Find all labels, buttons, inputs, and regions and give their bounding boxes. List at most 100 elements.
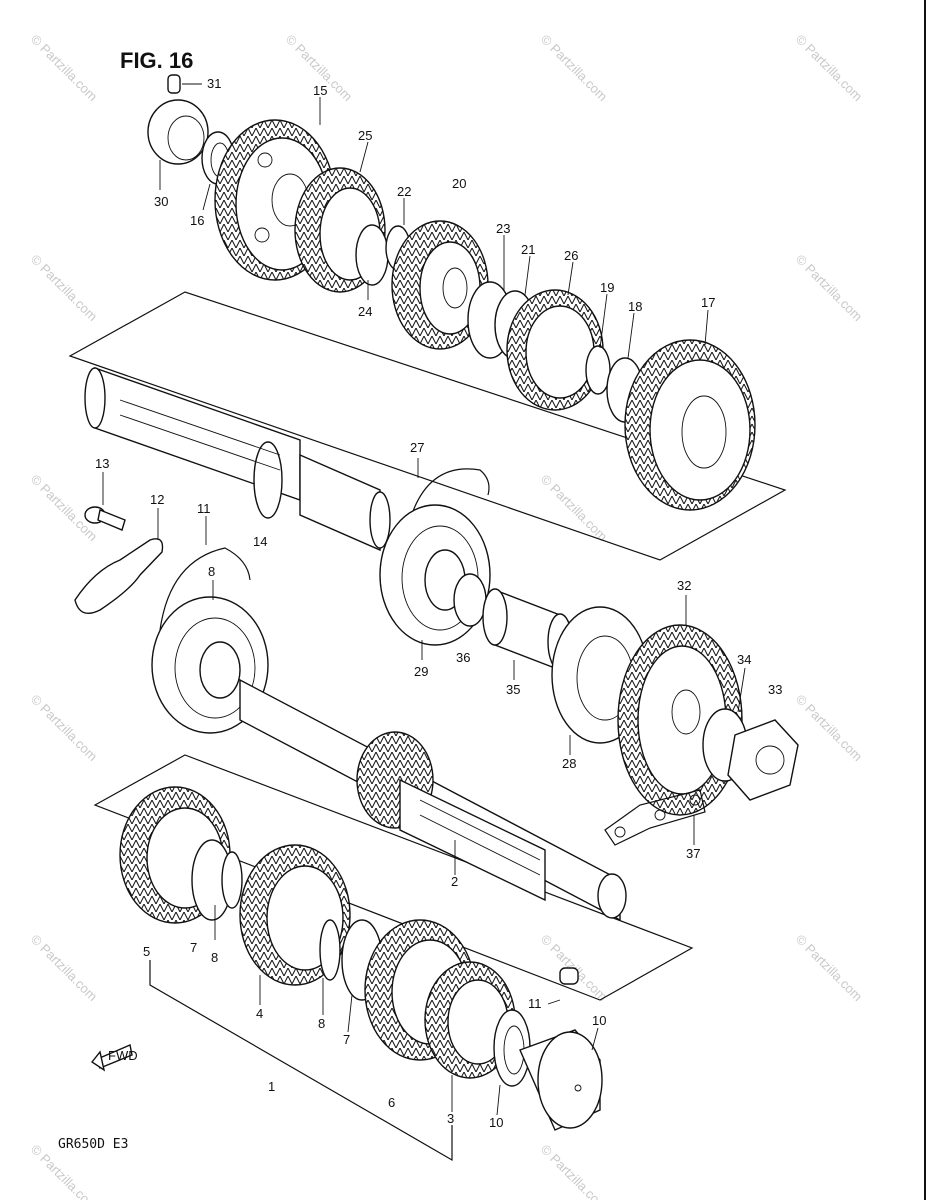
callout-16: 14: [253, 534, 267, 549]
sprocket-group: [551, 606, 799, 846]
pin-33: [167, 74, 181, 94]
bearing-12-face: [537, 1031, 603, 1129]
callout-33: 31: [207, 76, 221, 91]
callout-19: 17: [701, 295, 715, 310]
driveshaft-2: [239, 678, 627, 922]
fwd-arrow-icon: FWD: [90, 1044, 138, 1072]
spline-line: [419, 799, 541, 861]
callout-7a: 7: [190, 940, 197, 955]
spacer-37-end: [482, 588, 508, 646]
nut-35: [727, 719, 799, 801]
callout-12: 10: [592, 1013, 606, 1028]
gear-set-bracket: [149, 960, 453, 1162]
callout-13: 11: [528, 996, 542, 1011]
pin-13: [559, 967, 579, 985]
callout-10: 10: [489, 1115, 503, 1130]
callout-27: 25: [358, 128, 372, 143]
gear-28-face: [525, 305, 595, 399]
countershaft-tip: [369, 491, 391, 549]
bearing-9-race: [174, 617, 256, 719]
countershaft-assembly-box: [68, 291, 787, 561]
gear-19-face: [649, 359, 751, 501]
callout-11: 11: [197, 501, 211, 516]
needle-bearing-32: [147, 99, 209, 165]
callout-14: 12: [150, 492, 164, 507]
spline-line: [119, 399, 281, 456]
callout-3: 3: [447, 1111, 454, 1126]
callout-25: 23: [496, 221, 510, 236]
bushing-26: [355, 224, 389, 286]
watermark-text: © Partzilla.com: [793, 252, 866, 325]
watermark-text: © Partzilla.com: [538, 1142, 611, 1200]
callout-7b: 7: [343, 1032, 350, 1047]
callout-22: 20: [452, 176, 466, 191]
circlip-11: [159, 547, 251, 631]
callout-29: 27: [410, 440, 424, 455]
gear-22-bore: [442, 267, 468, 309]
callout-9: 8: [208, 564, 215, 579]
washer-8: [221, 851, 243, 909]
watermark-text: © Partzilla.com: [28, 692, 101, 765]
lower-gear-cluster: [119, 786, 603, 1131]
callout-8b: 8: [318, 1016, 325, 1031]
callout-36: 34: [737, 652, 751, 667]
chain-pin: [654, 809, 666, 821]
callout-6: 6: [388, 1095, 395, 1110]
callout-5: 5: [143, 944, 150, 959]
callout-21: 19: [600, 280, 614, 295]
watermark-text: © Partzilla.com: [538, 472, 611, 545]
watermark-text: © Partzilla.com: [793, 932, 866, 1005]
nut-35-thread: [755, 745, 785, 775]
watermark-text: © Partzilla.com: [793, 692, 866, 765]
leader-lines: [102, 83, 746, 1116]
chain-39: [604, 789, 706, 846]
callout-4: 4: [256, 1006, 263, 1021]
watermark-text: © Partzilla.com: [28, 252, 101, 325]
callout-26: 24: [358, 304, 372, 319]
washer-8: [319, 919, 341, 981]
countershaft-end: [84, 367, 106, 429]
model-code: GR650D E3: [58, 1137, 128, 1152]
countershaft-spline: [299, 453, 381, 552]
watermark-text: © Partzilla.com: [538, 32, 611, 105]
callout-24: 22: [397, 184, 411, 199]
callout-31: 29: [414, 664, 428, 679]
upper-gear-cluster: [147, 74, 756, 511]
callout-23: 21: [521, 242, 535, 257]
countershaft-bearing-group: [379, 468, 573, 672]
gear-17-hole: [257, 152, 273, 168]
circlip-29: [404, 468, 490, 541]
watermark-text: © Partzilla.com: [793, 32, 866, 105]
countershaft-16: [84, 367, 391, 552]
driveshaft-spline: [399, 778, 546, 902]
callout-1: 1: [268, 1079, 275, 1094]
callout-34: 32: [677, 578, 691, 593]
callout-37: 35: [506, 682, 520, 697]
watermark-text: © Partzilla.com: [28, 932, 101, 1005]
bearing-inner: [167, 115, 205, 161]
countershaft-collar: [253, 441, 283, 519]
callout-20: 18: [628, 299, 642, 314]
left-bearing-group: [74, 506, 269, 734]
figure-title: FIG. 16: [120, 48, 193, 73]
fwd-label: FWD: [108, 1048, 138, 1063]
callout-labels: 31 15 25 20 22 23 21 26 19 18 17 30 16 2…: [95, 76, 782, 1130]
bearing-12-hole: [574, 1084, 582, 1092]
watermark-text: © Partzilla.com: [28, 32, 101, 105]
callout-32: 30: [154, 194, 168, 209]
chain-pin: [614, 826, 626, 838]
bolt-15-shank: [97, 509, 126, 531]
callout-17: 15: [313, 83, 327, 98]
bearing-9-bore: [199, 641, 241, 699]
washer-21: [585, 345, 611, 395]
callout-18: 16: [190, 213, 204, 228]
callout-35: 33: [768, 682, 782, 697]
o-ring-38: [453, 573, 487, 627]
chain-pin: [689, 794, 701, 806]
gear-19-bore: [681, 395, 727, 469]
spline-line: [119, 414, 281, 471]
callout-28: 26: [564, 248, 578, 263]
sprocket-34-bore: [671, 689, 701, 735]
